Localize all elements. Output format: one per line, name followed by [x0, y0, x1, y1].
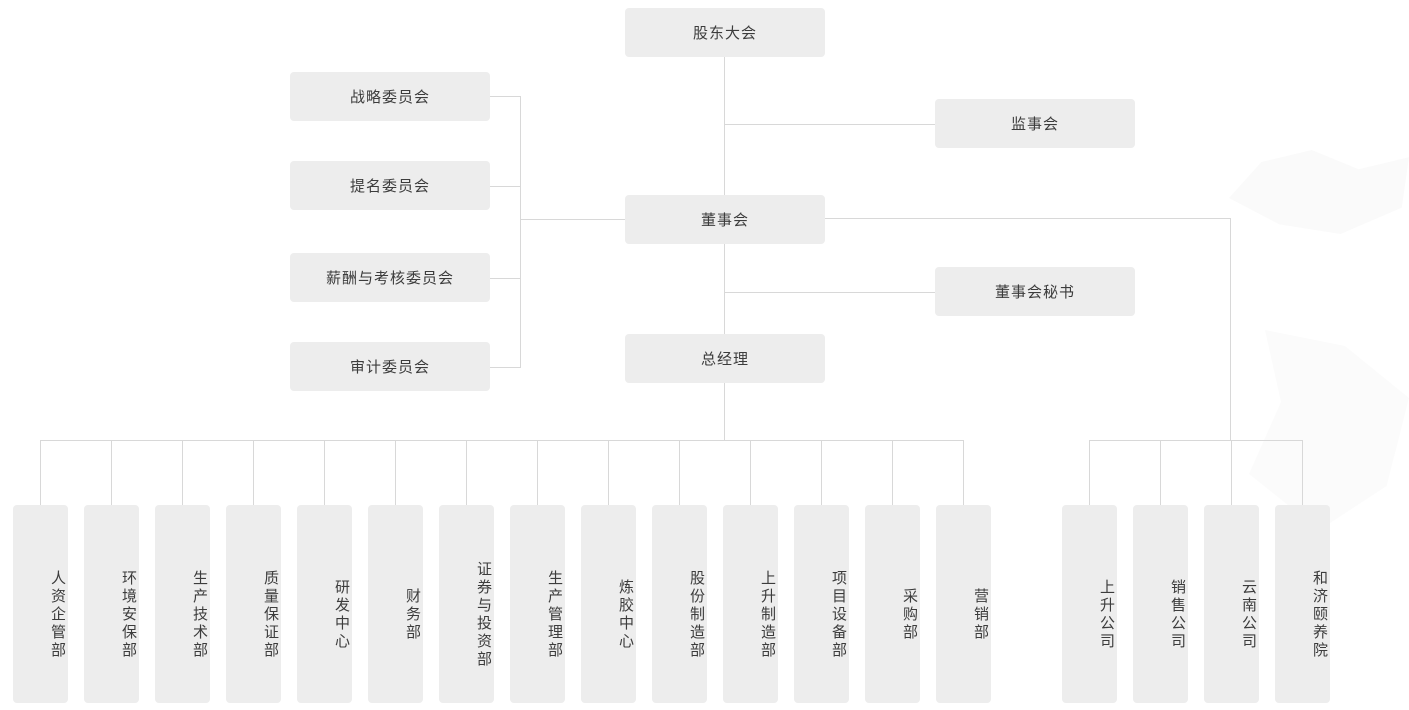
- node-department-4[interactable]: 质量保证部: [226, 505, 281, 703]
- connector-drop-sub-1: [1089, 440, 1090, 505]
- connector-drop-dept-6: [395, 440, 396, 505]
- node-department-13[interactable]: 采购部: [865, 505, 920, 703]
- node-department-2[interactable]: 环境安保部: [84, 505, 139, 703]
- node-department-10[interactable]: 股份制造部: [652, 505, 707, 703]
- connector-board-to-secretary: [724, 292, 935, 293]
- node-department-14[interactable]: 营销部: [936, 505, 991, 703]
- connector-committee-stub-strategy: [490, 96, 521, 97]
- connector-drop-sub-4: [1302, 440, 1303, 505]
- node-department-6[interactable]: 财务部: [368, 505, 423, 703]
- node-board-of-directors[interactable]: 董事会: [625, 195, 825, 244]
- connector-committee-stub-remuneration: [490, 278, 521, 279]
- node-department-8[interactable]: 生产管理部: [510, 505, 565, 703]
- connector-trunk-gm-to-dept-bus: [724, 383, 725, 440]
- connector-drop-dept-10: [679, 440, 680, 505]
- connector-trunk-shareholders-to-board: [724, 57, 725, 195]
- node-committee-nomination[interactable]: 提名委员会: [290, 161, 490, 210]
- connector-drop-dept-9: [608, 440, 609, 505]
- connector-drop-dept-1: [40, 440, 41, 505]
- connector-drop-sub-2: [1160, 440, 1161, 505]
- connector-committee-bus-to-board: [520, 219, 626, 220]
- node-committee-remuneration[interactable]: 薪酬与考核委员会: [290, 253, 490, 302]
- connector-board-to-subsidiaries-right: [824, 218, 1231, 219]
- connector-drop-dept-13: [892, 440, 893, 505]
- connector-trunk-board-to-gm: [724, 244, 725, 334]
- watermark-shape-top: [1229, 150, 1409, 234]
- node-subsidiary-2[interactable]: 销售公司: [1133, 505, 1188, 703]
- node-shareholders-meeting[interactable]: 股东大会: [625, 8, 825, 57]
- connector-subsidiary-bus: [1089, 440, 1303, 441]
- node-board-secretary[interactable]: 董事会秘书: [935, 267, 1135, 316]
- node-committee-audit[interactable]: 审计委员会: [290, 342, 490, 391]
- connector-committee-bus: [520, 96, 521, 367]
- node-department-3[interactable]: 生产技术部: [155, 505, 210, 703]
- connector-subsidiaries-drop: [1230, 218, 1231, 440]
- connector-drop-dept-14: [963, 440, 964, 505]
- connector-committee-stub-audit: [490, 367, 521, 368]
- node-subsidiary-3[interactable]: 云南公司: [1204, 505, 1259, 703]
- connector-committee-stub-nomination: [490, 186, 521, 187]
- node-department-11[interactable]: 上升制造部: [723, 505, 778, 703]
- connector-drop-dept-5: [324, 440, 325, 505]
- connector-board-to-supervisors: [724, 124, 935, 125]
- connector-drop-dept-12: [821, 440, 822, 505]
- node-department-5[interactable]: 研发中心: [297, 505, 352, 703]
- connector-drop-dept-7: [466, 440, 467, 505]
- connector-drop-dept-2: [111, 440, 112, 505]
- connector-drop-dept-8: [537, 440, 538, 505]
- node-subsidiary-1[interactable]: 上升公司: [1062, 505, 1117, 703]
- node-committee-strategy[interactable]: 战略委员会: [290, 72, 490, 121]
- node-department-7[interactable]: 证券与投资部: [439, 505, 494, 703]
- node-department-9[interactable]: 炼胶中心: [581, 505, 636, 703]
- watermark-shape-bottom: [1249, 330, 1409, 530]
- connector-drop-sub-3: [1231, 440, 1232, 505]
- connector-drop-dept-3: [182, 440, 183, 505]
- connector-department-bus: [40, 440, 964, 441]
- node-general-manager[interactable]: 总经理: [625, 334, 825, 383]
- node-board-of-supervisors[interactable]: 监事会: [935, 99, 1135, 148]
- node-subsidiary-4[interactable]: 和济颐养院: [1275, 505, 1330, 703]
- node-department-1[interactable]: 人资企管部: [13, 505, 68, 703]
- node-department-12[interactable]: 项目设备部: [794, 505, 849, 703]
- connector-drop-dept-11: [750, 440, 751, 505]
- connector-drop-dept-4: [253, 440, 254, 505]
